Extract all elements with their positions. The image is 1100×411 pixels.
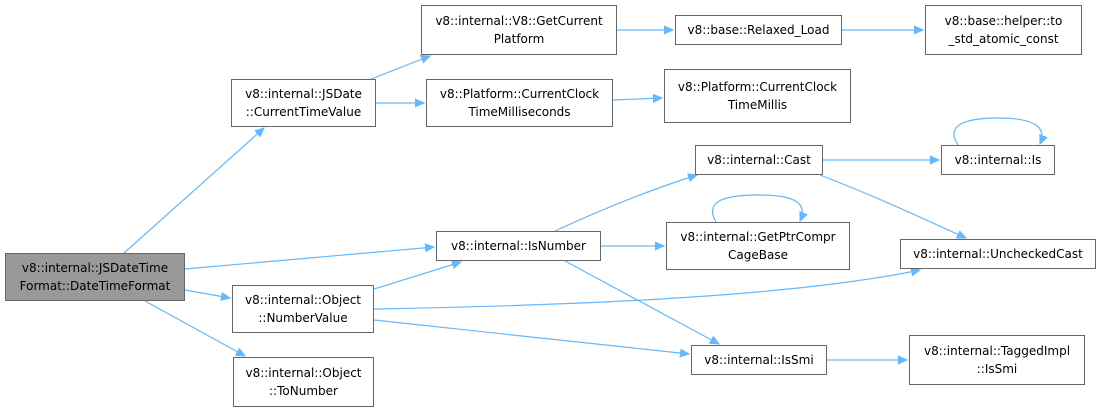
edge-root-to-numbervalue — [184, 289, 230, 298]
node-v8-getcurrentplatform[interactable]: v8::internal::V8::GetCurrent Platform — [421, 5, 617, 55]
edge-getptrcompr-self-loop — [711, 194, 802, 223]
node-jsdate-currenttimevalue[interactable]: v8::internal::JSDate ::CurrentTimeValue — [231, 79, 376, 127]
node-is[interactable]: v8::internal::Is — [941, 145, 1055, 175]
node-to-std-atomic-const[interactable]: v8::base::helper::to _std_atomic_const — [925, 5, 1082, 55]
node-issmi[interactable]: v8::internal::IsSmi — [691, 345, 827, 375]
node-uncheckedcast[interactable]: v8::internal::UncheckedCast — [900, 239, 1096, 269]
edge-isnumber-to-cast — [554, 175, 697, 232]
edge-platformctms-to-platformcctm — [612, 98, 662, 100]
edge-numbervalue-to-issmi — [373, 319, 689, 354]
edge-root-to-jsdate — [123, 128, 264, 254]
node-root: v8::internal::JSDateTime Format::DateTim… — [5, 253, 185, 301]
node-getptrcomprcagebase[interactable]: v8::internal::GetPtrCompr CageBase — [666, 222, 850, 270]
edge-is-self-loop — [953, 117, 1042, 146]
edge-numbervalue-to-isnumber — [373, 262, 461, 290]
node-cast[interactable]: v8::internal::Cast — [695, 145, 823, 175]
node-platform-currentclocktimemilliseconds[interactable]: v8::Platform::CurrentClock TimeMilliseco… — [426, 79, 613, 127]
node-object-tonumber[interactable]: v8::internal::Object ::ToNumber — [233, 357, 374, 407]
node-relaxed-load[interactable]: v8::base::Relaxed_Load — [675, 15, 842, 45]
edge-isnumber-to-issmi — [564, 260, 719, 344]
edge-root-to-tonumber — [144, 300, 245, 356]
edge-jsdate-to-getcurrentplatform — [370, 56, 430, 80]
edge-root-to-isnumber — [184, 247, 434, 270]
node-taggedimpl-issmi[interactable]: v8::internal::TaggedImpl ::IsSmi — [909, 335, 1085, 385]
edge-numbervalue-to-uncheckedcast — [373, 270, 920, 310]
node-object-numbervalue[interactable]: v8::internal::Object ::NumberValue — [232, 285, 374, 333]
node-platform-currentclocktimemillis[interactable]: v8::Platform::CurrentClock TimeMillis — [664, 69, 851, 123]
edge-cast-to-uncheckedcast — [819, 174, 966, 239]
node-isnumber[interactable]: v8::internal::IsNumber — [436, 231, 601, 261]
